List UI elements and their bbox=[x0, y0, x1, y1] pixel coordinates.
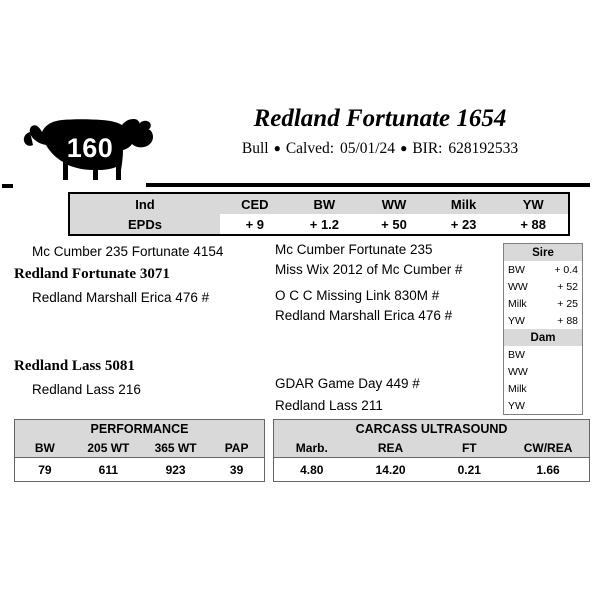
catalog-header: 160 Redland Fortunate 1654 Bull ● Calved: … bbox=[0, 104, 600, 188]
performance-table: PERFORMANCE BW 205 WT 365 WT PAP 79 611 … bbox=[14, 419, 265, 482]
bir-value: 628192533 bbox=[448, 140, 519, 157]
carcass-value-rea: 14.20 bbox=[349, 457, 432, 481]
sire-trait-yw-value: + 88 bbox=[557, 314, 578, 327]
epd-row-label: EPDs bbox=[70, 214, 220, 234]
carcass-title: CARCASS ULTRASOUND bbox=[274, 420, 589, 438]
epd-value-ww: + 50 bbox=[381, 216, 407, 232]
epd-col-ind: Ind bbox=[70, 194, 220, 214]
epd-value-yw: + 88 bbox=[520, 216, 547, 232]
epd-col-bw: BW bbox=[289, 194, 360, 214]
carcass-col-rea: REA bbox=[349, 438, 432, 458]
sire-trait-milk-label: Milk bbox=[508, 297, 527, 310]
performance-title-row: PERFORMANCE bbox=[15, 420, 264, 438]
calved-date: 05/01/24 bbox=[339, 140, 396, 157]
dam-trait-bw-value bbox=[543, 346, 582, 363]
pedigree-sire-ggs-2: O C C Missing Link 830M # bbox=[275, 288, 440, 303]
performance-col-pap: PAP bbox=[209, 438, 264, 458]
sire-trait-row: BW + 0.4 bbox=[504, 261, 582, 278]
sire-trait-bw-label: BW bbox=[508, 263, 525, 276]
performance-col-bw: BW bbox=[15, 438, 75, 458]
sire-trait-row: Milk + 25 bbox=[504, 295, 582, 312]
performance-col-365wt: 365 WT bbox=[141, 438, 210, 458]
epd-value-milk: + 23 bbox=[450, 216, 477, 232]
epd-header-row: Ind CED BW WW Milk YW bbox=[70, 194, 568, 214]
epd-value-ced: + 9 bbox=[245, 216, 265, 232]
carcass-col-marb: Marb. bbox=[274, 438, 350, 458]
sire-dam-epd-panel: Sire BW + 0.4 WW + 52 Milk + 25 YW + 88 … bbox=[503, 243, 583, 415]
dam-trait-ww-value bbox=[543, 363, 582, 380]
sire-trait-row: WW + 52 bbox=[504, 278, 582, 295]
performance-title: PERFORMANCE bbox=[15, 420, 264, 438]
performance-col-205wt: 205 WT bbox=[74, 438, 142, 458]
left-edge-tick bbox=[2, 184, 13, 188]
epd-values-row: EPDs + 9 + 1.2 + 50 + 23 + 88 bbox=[70, 214, 568, 234]
pedigree-dam-ggs-1: GDAR Game Day 449 # bbox=[275, 376, 420, 391]
performance-value-365wt: 923 bbox=[141, 457, 210, 481]
dam-header: Dam bbox=[504, 329, 582, 346]
performance-value-pap: 39 bbox=[209, 457, 264, 481]
sire-header: Sire bbox=[504, 244, 582, 261]
sire-trait-row: YW + 88 bbox=[504, 312, 582, 329]
performance-value-bw: 79 bbox=[15, 457, 75, 481]
dam-trait-row: BW bbox=[504, 346, 582, 363]
pedigree-sire: Redland Fortunate 3071 bbox=[14, 266, 170, 282]
sire-trait-yw-label: YW bbox=[508, 314, 525, 327]
title-block: Redland Fortunate 1654 Bull ● Calved: 05/0… bbox=[170, 104, 590, 160]
dam-header-row: Dam bbox=[504, 329, 582, 346]
lot-number: 160 bbox=[66, 132, 114, 163]
dam-trait-milk-value bbox=[543, 380, 582, 397]
dam-trait-bw-label: BW bbox=[508, 348, 525, 361]
sex-label: Bull bbox=[241, 140, 269, 157]
header-divider-rule bbox=[146, 183, 590, 187]
pedigree-dam-ggd-1: Redland Lass 211 bbox=[275, 398, 383, 413]
epd-col-ww: WW bbox=[359, 194, 429, 214]
carcass-value-cwrea: 1.66 bbox=[507, 457, 589, 481]
page-title: Redland Fortunate 1654 bbox=[253, 105, 507, 132]
bull-silhouette-icon bbox=[18, 110, 158, 186]
carcass-col-ft: FT bbox=[431, 438, 508, 458]
pedigree-dam: Redland Lass 5081 bbox=[14, 358, 135, 374]
calved-label: Calved: bbox=[285, 140, 335, 157]
sire-header-row: Sire bbox=[504, 244, 582, 261]
epd-col-yw: YW bbox=[498, 194, 568, 214]
carcass-value-marb: 4.80 bbox=[274, 457, 350, 481]
dam-trait-row: Milk bbox=[504, 380, 582, 397]
epd-table: Ind CED BW WW Milk YW EPDs + 9 + 1.2 + 5… bbox=[68, 192, 570, 236]
separator-dot: ● bbox=[273, 141, 281, 155]
dam-trait-yw-value bbox=[543, 397, 582, 414]
bir-label: BIR: bbox=[412, 140, 443, 157]
carcass-value-row: 4.80 14.20 0.21 1.66 bbox=[274, 457, 589, 481]
dam-trait-yw-label: YW bbox=[508, 399, 525, 412]
animal-subline: Bull ● Calved: 05/01/24 ● BIR: 628192533 bbox=[170, 137, 590, 160]
carcass-ultrasound-table: CARCASS ULTRASOUND Marb. REA FT CW/REA 4… bbox=[273, 419, 590, 482]
sire-trait-milk-value: + 25 bbox=[557, 297, 578, 310]
carcass-col-cwrea: CW/REA bbox=[507, 438, 589, 458]
dam-trait-row: WW bbox=[504, 363, 582, 380]
carcass-title-row: CARCASS ULTRASOUND bbox=[274, 420, 589, 438]
sire-trait-ww-value: + 52 bbox=[557, 280, 578, 293]
dam-trait-milk-label: Milk bbox=[508, 382, 527, 395]
pedigree-sire-granddam: Redland Marshall Erica 476 # bbox=[32, 290, 210, 305]
dam-trait-row: YW bbox=[504, 397, 582, 414]
carcass-column-row: Marb. REA FT CW/REA bbox=[274, 438, 589, 458]
pedigree-sire-grandsire: Mc Cumber 235 Fortunate 4154 bbox=[32, 244, 224, 259]
pedigree-sire-ggd-2: Redland Marshall Erica 476 # bbox=[275, 308, 453, 323]
dam-trait-ww-label: WW bbox=[508, 365, 528, 378]
pedigree-sire-ggs-1: Mc Cumber Fortunate 235 bbox=[275, 242, 433, 257]
epd-col-ced: CED bbox=[220, 194, 290, 214]
epd-col-milk: Milk bbox=[428, 194, 499, 214]
carcass-value-ft: 0.21 bbox=[431, 457, 508, 481]
sire-trait-ww-label: WW bbox=[508, 280, 528, 293]
epd-value-bw: + 1.2 bbox=[309, 216, 340, 232]
pedigree-chart: Mc Cumber 235 Fortunate 4154 Redland For… bbox=[0, 236, 600, 416]
pedigree-dam-granddam: Redland Lass 216 bbox=[32, 382, 141, 397]
pedigree-sire-ggd-1: Miss Wix 2012 of Mc Cumber # bbox=[275, 262, 463, 277]
performance-column-row: BW 205 WT 365 WT PAP bbox=[15, 438, 264, 458]
sire-trait-bw-value: + 0.4 bbox=[554, 263, 578, 276]
performance-value-205wt: 611 bbox=[74, 457, 142, 481]
performance-value-row: 79 611 923 39 bbox=[15, 457, 264, 481]
separator-dot-2: ● bbox=[400, 141, 408, 155]
